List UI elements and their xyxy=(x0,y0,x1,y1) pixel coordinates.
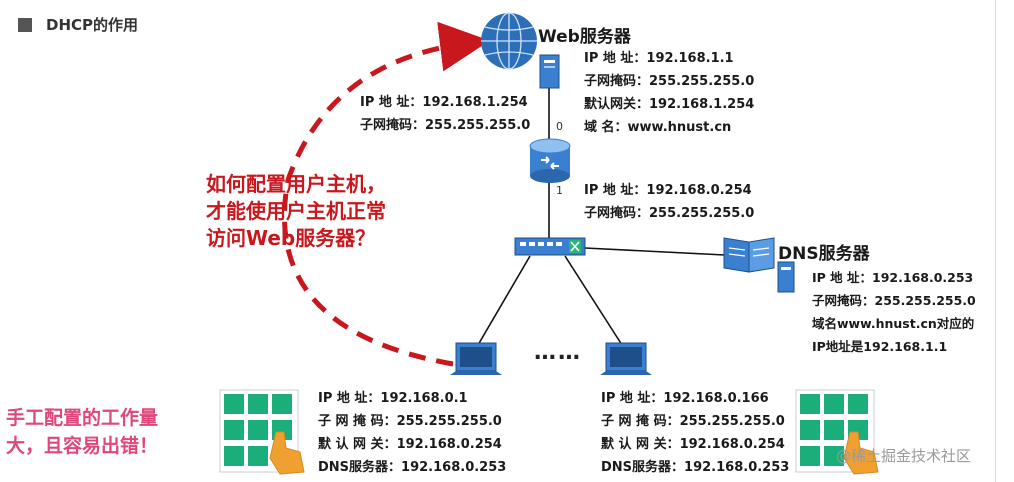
web-server-info: IP 地 址：192.168.1.1 子网掩码：255.255.255.0 默认… xyxy=(584,51,755,135)
dns-server-info: IP 地 址：192.168.0.253 子网掩码：255.255.255.0 … xyxy=(812,270,976,354)
link-switch-dns xyxy=(584,247,726,256)
globe-icon xyxy=(481,12,537,70)
router-port0-number: 0 xyxy=(556,120,563,133)
request-arrow xyxy=(282,21,490,367)
web-server-icon xyxy=(539,54,560,89)
router-port1-number: 1 xyxy=(556,184,563,197)
router-port0-info: IP 地 址：192.168.1.254 子网掩码：255.255.255.0 xyxy=(360,95,531,133)
question-text: 如何配置用户主机， 才能使用户主机正常 访问Web服务器？ xyxy=(206,172,386,250)
router-icon xyxy=(529,138,571,183)
link-switch-host-left xyxy=(477,255,531,346)
host-left-info: IP 地 址：192.168.0.1 子 网 掩 码：255.255.255.0… xyxy=(318,391,507,475)
link-switch-host-right xyxy=(564,255,623,346)
title-marker xyxy=(18,17,32,32)
manual-config-note: 手工配置的工作量 大，且容易出错！ xyxy=(6,407,159,457)
host-right-laptop-icon xyxy=(600,342,652,375)
manual-keypad-left-icon xyxy=(219,389,305,475)
switch-icon xyxy=(514,237,586,256)
right-border-line xyxy=(995,0,996,482)
web-server-title: Web服务器 xyxy=(538,27,631,47)
watermark: @稀土掘金技术社区 xyxy=(836,447,972,465)
page-title: DHCP的作用 xyxy=(18,14,138,35)
router-port1-info: IP 地 址：192.168.0.254 子网掩码：255.255.255.0 xyxy=(584,183,755,221)
dns-server-title: DNS服务器 xyxy=(778,244,870,264)
host-right-info: IP 地 址：192.168.0.166 子 网 掩 码：255.255.255… xyxy=(601,391,790,475)
host-left-laptop-icon xyxy=(450,342,502,375)
hosts-ellipsis: …… xyxy=(534,340,582,365)
dns-server-icon xyxy=(777,261,795,293)
dns-book-icon xyxy=(723,237,775,273)
manual-keypad-right-icon xyxy=(795,389,879,475)
page-title-text: DHCP的作用 xyxy=(46,16,139,34)
